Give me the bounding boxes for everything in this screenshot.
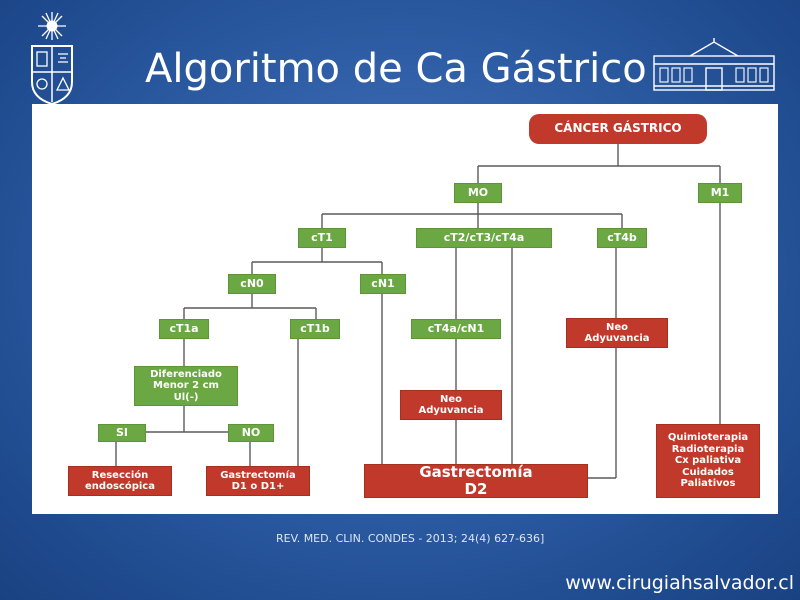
slide-title: Algoritmo de Ca Gástrico — [145, 46, 647, 92]
citation-text: REV. MED. CLIN. CONDES - 2013; 24(4) 627… — [276, 532, 545, 545]
node-ct2-ct3-ct4a: cT2/cT3/cT4a — [416, 228, 552, 248]
node-m1: M1 — [698, 183, 742, 203]
university-seal-icon — [31, 12, 73, 106]
flowchart-connectors — [115, 144, 721, 479]
node-neo-adyuvancia-center: Neo Adyuvancia — [400, 390, 502, 420]
node-neo-adyuvancia-right: Neo Adyuvancia — [566, 318, 668, 348]
node-ct1: cT1 — [298, 228, 346, 248]
node-ct4a-cn1: cT4a/cN1 — [411, 319, 501, 339]
node-cn1: cN1 — [360, 274, 406, 294]
flowchart-panel: CÁNCER GÁSTRICO MO M1 cT1 cT2/cT3/cT4a c… — [32, 104, 778, 514]
node-gastrectomia-d1: Gastrectomía D1 o D1+ — [206, 466, 310, 496]
node-reseccion-endoscopica: Resección endoscópica — [68, 466, 172, 496]
node-diferenciado: Diferenciado Menor 2 cm Ul(-) — [134, 366, 238, 406]
hospital-building-icon — [653, 38, 775, 91]
node-cn0: cN0 — [228, 274, 276, 294]
node-ct1b: cT1b — [290, 319, 340, 339]
node-m1-treatments: Quimioterapia Radioterapia Cx paliativa … — [656, 424, 760, 498]
node-m0: MO — [454, 183, 502, 203]
node-cancer-gastrico: CÁNCER GÁSTRICO — [529, 114, 707, 144]
node-no: NO — [228, 424, 274, 442]
node-si: SI — [98, 424, 146, 442]
node-ct4b: cT4b — [597, 228, 647, 248]
node-ct1a: cT1a — [159, 319, 209, 339]
website-url: www.cirugiahsalvador.cl — [565, 572, 794, 594]
node-gastrectomia-d2: Gastrectomía D2 — [364, 463, 588, 498]
